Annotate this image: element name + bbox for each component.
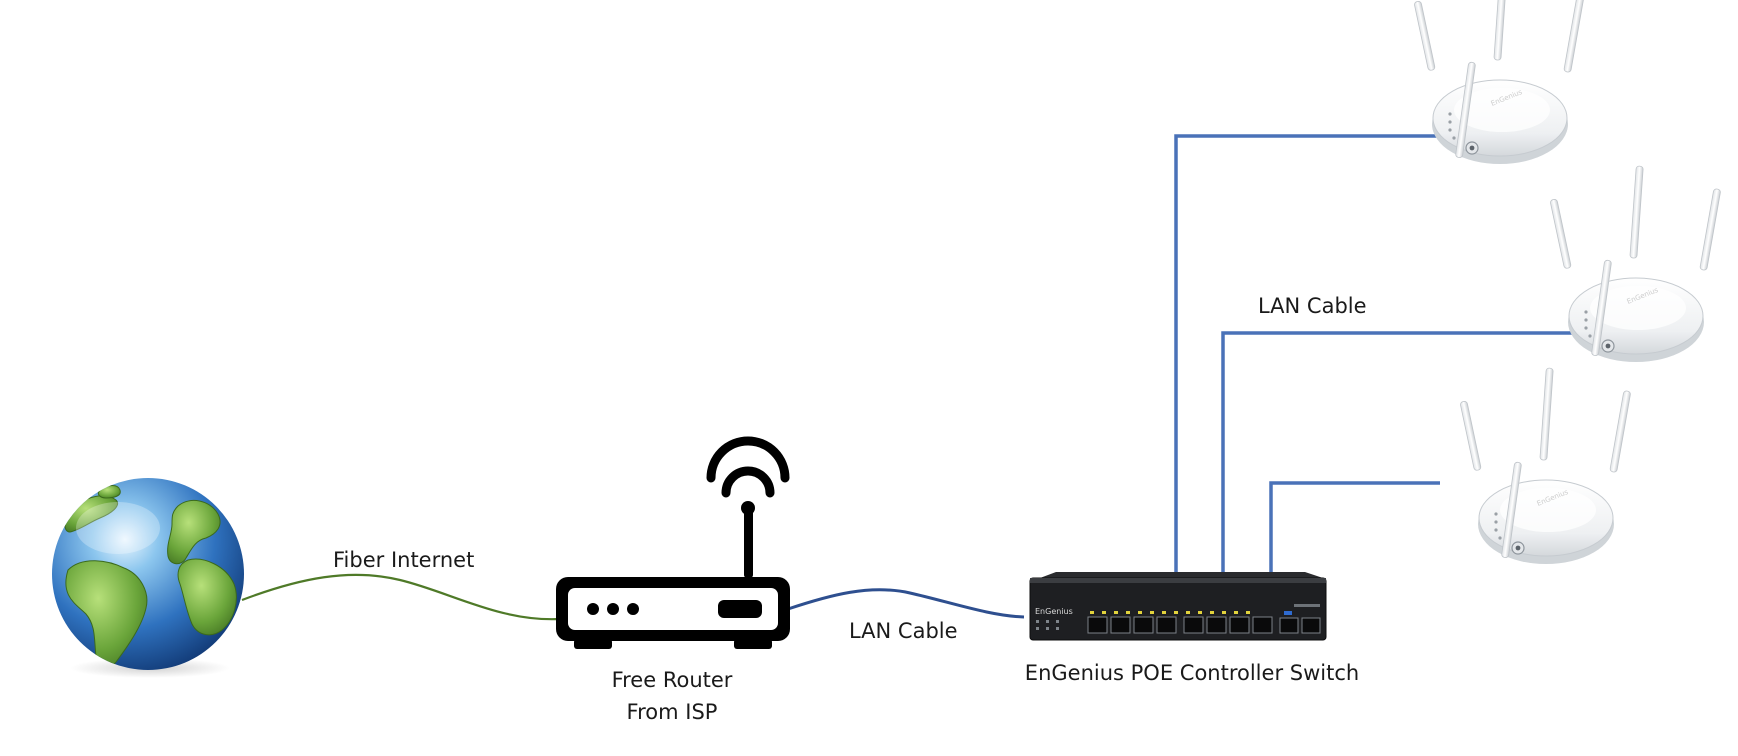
globe-icon <box>52 478 244 678</box>
cable-to-access-point-3 <box>1269 481 1440 574</box>
lan-cable-label-router-switch: LAN Cable <box>849 619 958 643</box>
access-point-3: EnGenius <box>1459 367 1632 565</box>
router-label-line2: From ISP <box>627 700 718 724</box>
lan-cable-label-switch-aps: LAN Cable <box>1258 294 1367 318</box>
router-label-line1: Free Router <box>612 668 733 692</box>
network-switch-icon: EnGenius <box>1029 572 1327 641</box>
switch-label: EnGenius POE Controller Switch <box>1025 661 1359 685</box>
router-to-switch-cable <box>787 588 1025 619</box>
cable-to-access-point-1 <box>1174 134 1452 574</box>
access-point-icon <box>1549 165 1722 363</box>
access-point-icon <box>1459 367 1632 565</box>
fiber-internet-cable <box>241 573 561 621</box>
router-icon <box>556 436 790 649</box>
access-point-2: EnGenius <box>1549 165 1722 363</box>
cable-to-access-point-2 <box>1221 331 1578 574</box>
fiber-internet-label: Fiber Internet <box>333 548 474 572</box>
access-point-1: EnGenius <box>1413 0 1586 165</box>
switch-brand-label: EnGenius <box>1035 607 1073 616</box>
access-point-icon <box>1413 0 1586 165</box>
switch-to-ap-cables <box>1174 134 1578 574</box>
